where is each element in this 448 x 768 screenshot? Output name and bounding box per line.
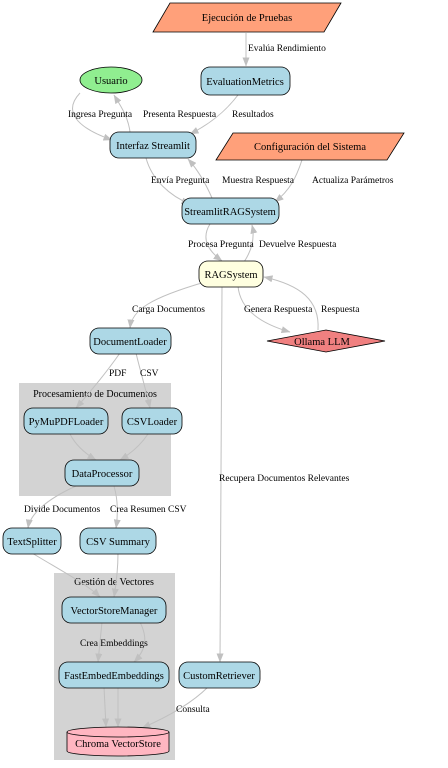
edge-fe-chroma-1 (102, 686, 110, 728)
svg-text:Chroma VectorStore: Chroma VectorStore (75, 739, 161, 750)
node-ejecucion[interactable]: Ejecución de Pruebas (152, 2, 342, 33)
node-rag-system[interactable]: RAGSystem (198, 260, 264, 288)
node-text-splitter[interactable]: TextSplitter (2, 527, 62, 555)
label-evalua: Evalúa Rendimiento (248, 44, 326, 54)
label-pdf: PDF (109, 369, 126, 379)
edge-crea-embeddings (95, 621, 103, 663)
label-resultados: Resultados (232, 110, 274, 120)
label-devuelve: Devuelve Respuesta (259, 240, 337, 250)
label-presenta: Presenta Respuesta (143, 110, 217, 120)
svg-text:Usuario: Usuario (94, 76, 127, 87)
svg-text:Configuración del Sistema: Configuración del Sistema (254, 142, 366, 153)
svg-text:Interfaz Streamlit: Interfaz Streamlit (116, 141, 190, 152)
label-consulta: Consulta (176, 705, 211, 715)
label-envia: Envía Pregunta (151, 176, 210, 186)
node-csv-loader[interactable]: CSVLoader (121, 407, 183, 435)
node-chroma-vectorstore[interactable]: Chroma VectorStore (66, 726, 170, 757)
edge-devuelve (243, 224, 258, 263)
label-procesa: Procesa Pregunta (188, 240, 254, 250)
node-document-loader[interactable]: DocumentLoader (89, 327, 172, 355)
label-divide: Divide Documentos (24, 505, 101, 515)
node-fastembed-embeddings[interactable]: FastEmbedEmbeddings (58, 661, 170, 689)
label-carga: Carga Documentos (132, 305, 205, 315)
label-crea-embeddings: Crea Embeddings (80, 639, 148, 649)
edge-genera (237, 285, 291, 334)
svg-text:RAGSystem: RAGSystem (204, 270, 257, 281)
edge-muestra (187, 158, 213, 199)
svg-text:CSVLoader: CSVLoader (127, 417, 178, 428)
edge-ingresa (72, 92, 113, 141)
node-data-processor[interactable]: DataProcessor (64, 459, 140, 487)
svg-text:EvaluationMetrics: EvaluationMetrics (206, 77, 284, 88)
svg-text:Ejecución de Pruebas: Ejecución de Pruebas (202, 13, 292, 24)
edge-crea-resumen (113, 485, 121, 529)
node-evaluation-metrics[interactable]: EvaluationMetrics (200, 66, 291, 96)
label-actualiza: Actualiza Parámetros (312, 176, 394, 186)
label-ingresa: Ingresa Pregunta (68, 110, 133, 120)
svg-text:CSV Summary: CSV Summary (86, 537, 150, 548)
svg-text:StreamlitRAGSystem: StreamlitRAGSystem (184, 207, 276, 218)
edge-labels: Evalúa Rendimiento Ingresa Pregunta Pres… (24, 44, 394, 715)
edge-recupera (216, 285, 224, 663)
label-recupera: Recupera Documentos Relevantes (219, 474, 350, 484)
edge-vsm-fe (133, 621, 146, 663)
svg-text:TextSplitter: TextSplitter (7, 537, 57, 548)
node-custom-retriever[interactable]: CustomRetriever (178, 661, 261, 689)
node-configuracion[interactable]: Configuración del Sistema (215, 132, 405, 161)
edge-pdf (75, 352, 121, 409)
edge-divide (25, 485, 77, 529)
edge-csvs-vsm (111, 552, 119, 598)
svg-text:CustomRetriever: CustomRetriever (183, 671, 255, 682)
edge-csv (135, 352, 152, 409)
label-respuesta: Respuesta (321, 305, 360, 315)
node-interfaz-streamlit[interactable]: Interfaz Streamlit (109, 131, 197, 159)
label-crea-resumen: Crea Resumen CSV (110, 505, 187, 515)
edge-procesa (205, 223, 223, 262)
node-csv-summary[interactable]: CSV Summary (79, 527, 157, 555)
edge-resultados (189, 94, 239, 135)
edge-respuesta (263, 275, 319, 331)
edge-presenta (113, 94, 131, 133)
edge-csvloader-dp (119, 433, 149, 461)
label-genera: Genera Respuesta (244, 305, 313, 315)
cluster-procesamiento-label: Procesamiento de Documentos (33, 389, 157, 400)
edge-actualiza (274, 159, 303, 203)
label-muestra: Muestra Respuesta (222, 176, 295, 186)
svg-text:Ollama LLM: Ollama LLM (294, 337, 350, 348)
edge-carga (127, 281, 206, 329)
svg-text:DataProcessor: DataProcessor (72, 469, 133, 480)
node-streamlit-rag-system[interactable]: StreamlitRAGSystem (181, 197, 280, 225)
edge-pymupdf-dp (69, 433, 97, 461)
svg-text:VectorStoreManager: VectorStoreManager (71, 606, 158, 617)
node-usuario[interactable]: Usuario (79, 66, 143, 94)
svg-text:FastEmbedEmbeddings: FastEmbedEmbeddings (64, 671, 164, 682)
node-ollama-llm[interactable]: Ollama LLM (266, 329, 386, 353)
node-pymupdf-loader[interactable]: PyMuPDFLoader (23, 407, 109, 435)
node-vector-store-manager[interactable]: VectorStoreManager (61, 596, 167, 624)
svg-text:DocumentLoader: DocumentLoader (93, 337, 167, 348)
edge-ts-vsm (31, 552, 101, 598)
label-csv: CSV (140, 369, 159, 379)
edge-consulta (141, 686, 209, 729)
svg-text:PyMuPDFLoader: PyMuPDFLoader (29, 417, 104, 428)
cluster-gestion-label: Gestión de Vectores (74, 577, 154, 588)
